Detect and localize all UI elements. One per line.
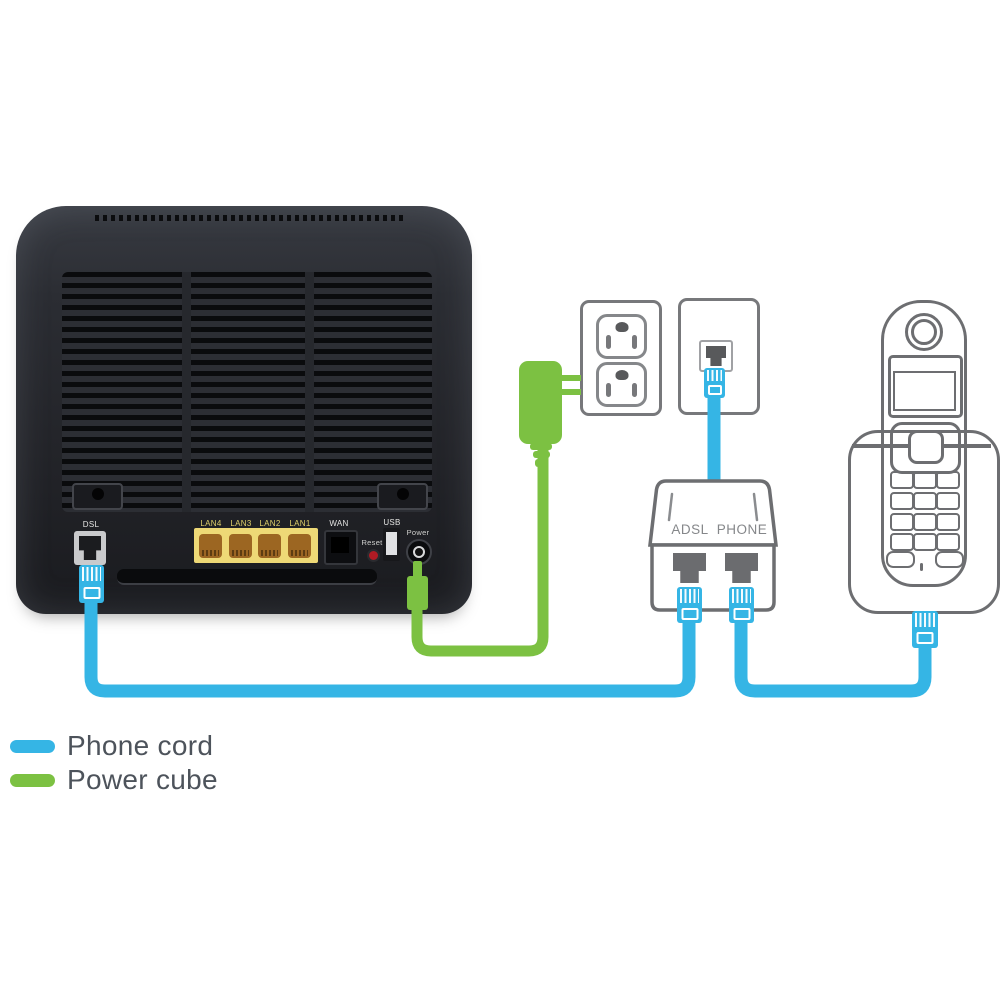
- reset-label: Reset: [361, 538, 383, 547]
- talk-key: [886, 551, 915, 568]
- vent-divider: [182, 272, 191, 512]
- legend-label-power-cube: Power cube: [67, 764, 218, 795]
- vent-divider: [305, 272, 314, 512]
- phone-cord-swatch-icon: [10, 739, 55, 753]
- reset-button: [367, 549, 380, 562]
- strain-relief: [535, 459, 548, 467]
- rj11-plug-splitter-phone: [729, 587, 754, 623]
- outlet-socket-top: [596, 314, 647, 359]
- keypad-key: [936, 513, 960, 531]
- plug-latch-icon: [681, 607, 698, 620]
- lan-port-2: [258, 534, 281, 558]
- usb-tongue-icon: [386, 532, 397, 555]
- power-jack-label: Power: [406, 528, 430, 537]
- outlet-slot-icon: [606, 335, 611, 349]
- legend-item-power-cube: Power cube: [10, 763, 410, 797]
- phone-screen-display: [893, 371, 956, 411]
- microphone-icon: [920, 563, 923, 571]
- legend-label-phone-cord: Phone cord: [67, 730, 214, 761]
- rj11-plug-walljack: [704, 368, 725, 398]
- keypad-key: [913, 533, 937, 551]
- adsl-phone-splitter: [648, 479, 778, 612]
- outlet-slot-icon: [632, 335, 637, 349]
- lan1-port-label: LAN1: [289, 519, 311, 528]
- power-outlet-wallplate: [580, 300, 662, 416]
- router-top-vent-ridge: [95, 215, 405, 221]
- wan-port-label: WAN: [329, 519, 349, 528]
- phone-navpad-center-key: [908, 430, 944, 464]
- keypad-key: [890, 533, 914, 551]
- rj11-jack-icon: [706, 346, 726, 366]
- keypad-key: [936, 533, 960, 551]
- plug-latch-icon: [707, 385, 722, 396]
- dsl-port: [74, 531, 106, 565]
- keypad-key: [890, 492, 914, 510]
- plug-pins-icon: [732, 589, 751, 603]
- keypad-key: [936, 471, 960, 489]
- lan2-port-label: LAN2: [259, 519, 281, 528]
- screw-recess-left: [72, 483, 123, 510]
- router-vent-grille: [62, 272, 432, 512]
- phone-cord-splitter-to-phone: [734, 616, 932, 698]
- power-jack-pin-icon: [413, 546, 425, 558]
- lan4-port-label: LAN4: [200, 519, 222, 528]
- keypad-key: [890, 471, 914, 489]
- screw-icon: [91, 488, 104, 500]
- keypad-key: [913, 513, 937, 531]
- splitter-adsl-label: ADSL: [671, 522, 709, 537]
- splitter-phone-label: PHONE: [716, 522, 768, 537]
- outlet-socket-bottom: [596, 362, 647, 407]
- strain-relief: [533, 451, 550, 458]
- keypad-key: [936, 492, 960, 510]
- screw-icon: [396, 488, 409, 500]
- earpiece-icon: [905, 313, 943, 351]
- outlet-slot-icon: [606, 383, 611, 397]
- usb-port: [383, 528, 400, 561]
- keypad-key: [890, 513, 914, 531]
- plug-latch-icon: [733, 607, 750, 620]
- plug-latch-icon: [916, 632, 934, 645]
- legend-item-phone-cord: Phone cord: [10, 729, 410, 763]
- end-key: [935, 551, 964, 568]
- plug-pins-icon: [915, 613, 935, 628]
- lan-port-3: [229, 534, 252, 558]
- earpiece-icon: [911, 319, 937, 345]
- power-plug-barrel: [413, 561, 422, 578]
- keypad-key: [913, 492, 937, 510]
- rj11-jack-icon: [79, 536, 101, 560]
- lan-port-block: [194, 528, 318, 563]
- ground-hole-icon: [615, 370, 628, 380]
- plug-pins-icon: [707, 370, 722, 382]
- legend: Phone cord Power cube: [10, 729, 410, 797]
- usb-port-label: USB: [383, 518, 401, 527]
- screw-recess-right: [377, 483, 428, 510]
- rj11-plug-adsl: [677, 587, 702, 623]
- plug-prong-icon: [560, 389, 581, 395]
- power-plug: [407, 576, 428, 610]
- rj11-plug-dsl: [79, 565, 104, 603]
- plug-latch-icon: [83, 587, 100, 600]
- outlet-slot-icon: [632, 383, 637, 397]
- power-cube-swatch-icon: [10, 773, 55, 787]
- lan-port-1: [288, 534, 311, 558]
- router-stand-groove: [117, 569, 377, 585]
- lan3-port-label: LAN3: [230, 519, 252, 528]
- wan-port: [324, 530, 358, 565]
- ground-hole-icon: [615, 322, 628, 332]
- strain-relief: [530, 443, 552, 450]
- dsl-port-label: DSL: [82, 520, 100, 529]
- plug-pins-icon: [680, 589, 699, 603]
- keypad-key: [913, 471, 937, 489]
- lan-port-4: [199, 534, 222, 558]
- phone-screen: [888, 355, 963, 418]
- power-cube: [519, 361, 562, 444]
- rj11-plug-phone-base: [912, 611, 938, 648]
- plug-pins-icon: [82, 567, 101, 582]
- plug-prong-icon: [560, 375, 581, 381]
- rj45-jack-icon: [331, 537, 349, 553]
